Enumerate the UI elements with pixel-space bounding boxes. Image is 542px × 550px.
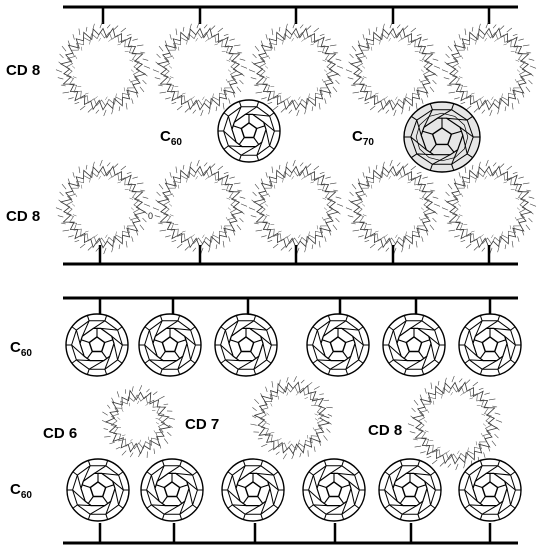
cyclodextrin-ring-icon <box>55 21 151 117</box>
top-panel-bottom-border <box>63 245 518 266</box>
bottom-c60-row-upper <box>65 313 522 377</box>
cyclodextrin-ring-icon <box>250 376 333 460</box>
label-cd8-top-upper: CD 8 <box>6 62 40 79</box>
label-c60-bottom-upper: C60 <box>10 339 32 359</box>
label-c70-mid: C70 <box>352 128 374 148</box>
cyclodextrin-ring-icon <box>55 159 151 255</box>
top-border <box>63 5 518 24</box>
label-cd6: CD 6 <box>43 425 77 442</box>
top-cd8-row-lower <box>55 159 537 255</box>
label-c60-bottom-lower: C60 <box>10 481 32 501</box>
fullerene-c60-icon <box>458 313 522 377</box>
fullerene-c60-icon <box>306 313 370 377</box>
bottom-panel-bottom-border <box>63 523 518 545</box>
cyclodextrin-ring-icon <box>345 21 441 117</box>
fullerene-c60-icon <box>302 458 366 522</box>
top-cd8-row-upper <box>55 21 537 117</box>
cyclodextrin-ring-icon <box>101 385 175 458</box>
bottom-c60-row-lower <box>66 458 522 522</box>
fullerene-c60-icon <box>140 458 204 522</box>
cyclodextrin-ring-icon <box>441 159 537 255</box>
cyclodextrin-ring-icon <box>345 159 441 255</box>
fullerene-c60-icon <box>214 313 278 377</box>
top-panel: CD 8 C60 C70 CD 8 0 <box>6 5 537 266</box>
fullerene-c70-icon <box>403 101 481 173</box>
cyclodextrin-ring-icon <box>248 21 344 117</box>
cyclodextrin-ring-icon <box>248 159 344 255</box>
label-cd8-top-lower: CD 8 <box>6 208 40 225</box>
fullerene-c60-icon <box>66 458 130 522</box>
bottom-panel-top-border <box>63 296 518 315</box>
fullerene-c60-icon <box>217 99 281 163</box>
cyclodextrin-ring-icon <box>441 21 537 117</box>
bottom-panel: C60 CD 6 CD 7 CD 8 C60 <box>10 296 522 545</box>
label-cd7: CD 7 <box>185 416 219 433</box>
label-cd8-bottom: CD 8 <box>368 422 402 439</box>
fullerene-c60-icon <box>382 313 446 377</box>
fullerene-c60-icon <box>221 458 285 522</box>
fullerene-c60-icon <box>458 458 522 522</box>
fullerene-c60-icon <box>378 458 442 522</box>
label-c60-mid: C60 <box>160 128 182 148</box>
fullerene-c60-icon <box>138 313 202 377</box>
stray-label: 0 <box>148 211 153 221</box>
cyclodextrin-ring-icon <box>407 375 503 471</box>
fullerene-c60-icon <box>65 313 129 377</box>
cyclodextrin-ring-icon <box>152 159 248 255</box>
cyclodextrin-ring-icon <box>152 21 248 117</box>
